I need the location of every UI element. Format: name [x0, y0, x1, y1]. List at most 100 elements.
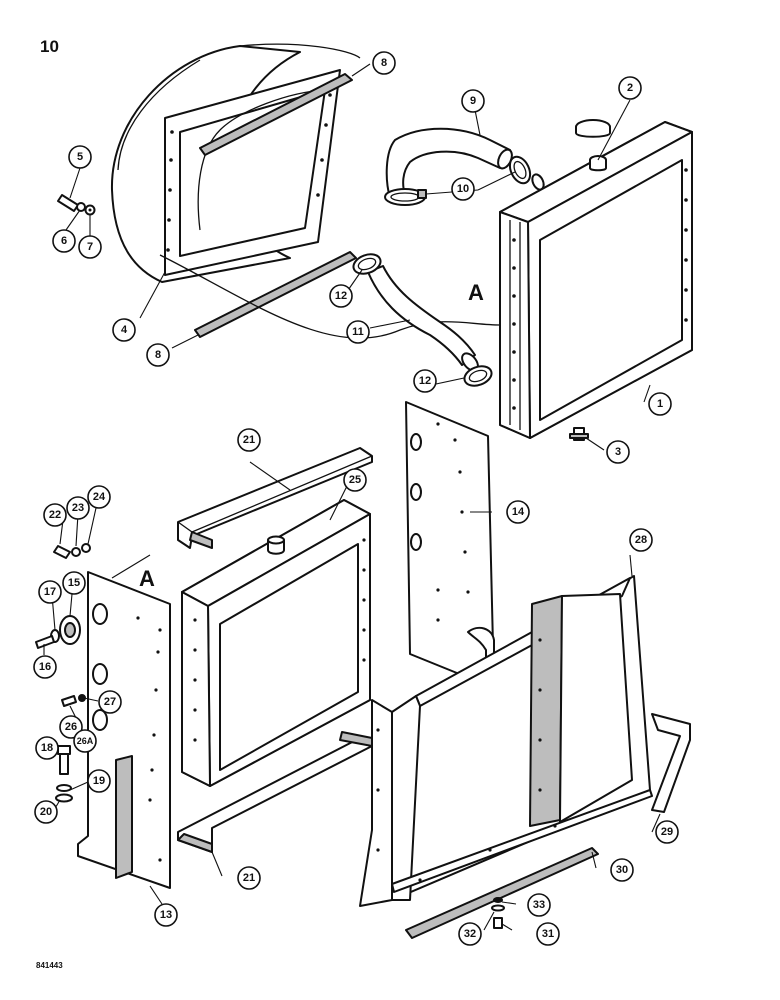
- oil-cooler: [181, 499, 371, 787]
- svg-text:32: 32: [464, 928, 476, 940]
- svg-text:21: 21: [243, 434, 255, 446]
- callout-17: 17: [38, 580, 62, 604]
- lower-support-bracket: [177, 731, 373, 853]
- callout-20: 20: [34, 800, 58, 824]
- svg-text:21: 21: [243, 872, 255, 884]
- svg-text:2: 2: [627, 82, 633, 94]
- svg-text:27: 27: [104, 696, 116, 708]
- upper-support-bracket: [177, 447, 373, 549]
- callout-8-bottom: 8: [146, 343, 170, 367]
- callout-22: 22: [43, 503, 67, 527]
- lower-radiator-hose: [367, 265, 479, 372]
- callout-16: 16: [33, 655, 57, 679]
- fan-shroud: [110, 43, 361, 283]
- baffle-plate: [405, 401, 495, 691]
- callout-14: 14: [506, 500, 530, 524]
- callout-24: 24: [87, 485, 111, 509]
- side-mounting-plate: [77, 571, 171, 889]
- svg-text:23: 23: [72, 502, 84, 514]
- radiator-cap: [575, 119, 611, 172]
- callout-7: 7: [78, 235, 102, 259]
- callout-25: 25: [343, 468, 367, 492]
- svg-text:13: 13: [160, 909, 172, 921]
- svg-text:33: 33: [533, 899, 545, 911]
- svg-text:5: 5: [77, 151, 83, 163]
- svg-text:25: 25: [349, 474, 361, 486]
- svg-text:12: 12: [419, 375, 431, 387]
- svg-text:9: 9: [470, 95, 476, 107]
- svg-text:6: 6: [61, 235, 67, 247]
- callout-1: 1: [648, 392, 672, 416]
- callout-11: 11: [346, 320, 370, 344]
- frame-edge-seal: [651, 713, 691, 813]
- svg-text:28: 28: [635, 534, 647, 546]
- bottom-seal-strip-lower: [405, 847, 599, 939]
- page-number: 10: [40, 37, 59, 56]
- svg-text:30: 30: [616, 864, 628, 876]
- callout-15: 15: [62, 571, 86, 595]
- svg-text:1: 1: [657, 398, 663, 410]
- svg-text:20: 20: [40, 806, 52, 818]
- callout-9: 9: [461, 89, 485, 113]
- svg-text:8: 8: [381, 57, 387, 69]
- callout-12-upper: 12: [329, 284, 353, 308]
- callout-4: 4: [112, 318, 136, 342]
- svg-text:15: 15: [68, 577, 80, 589]
- callout-12-lower: 12: [413, 369, 437, 393]
- drawing-code: 841443: [36, 961, 63, 970]
- callout-10: 10: [451, 177, 475, 201]
- upper-fastener-group: [53, 543, 91, 559]
- svg-text:22: 22: [49, 509, 61, 521]
- callout-23: 23: [66, 496, 90, 520]
- radiator-frame: [359, 575, 653, 907]
- callout-19: 19: [87, 769, 111, 793]
- svg-text:26A: 26A: [77, 736, 94, 746]
- svg-text:11: 11: [352, 326, 364, 338]
- callout-29: 29: [655, 820, 679, 844]
- callout-27: 27: [98, 690, 122, 714]
- callout-32: 32: [458, 922, 482, 946]
- callout-31: 31: [536, 922, 560, 946]
- hose-leader-line: [159, 254, 501, 339]
- svg-text:7: 7: [87, 241, 93, 253]
- callout-21-lower: 21: [237, 866, 261, 890]
- callout-5: 5: [68, 145, 92, 169]
- drain-valve: [569, 427, 589, 441]
- svg-text:29: 29: [661, 826, 673, 838]
- grommet-fasteners: [35, 615, 81, 649]
- svg-text:4: 4: [121, 324, 128, 336]
- mount-bolt-group: [55, 745, 73, 803]
- radiator: [499, 121, 693, 439]
- callout-28: 28: [629, 528, 653, 552]
- callout-33: 33: [527, 893, 551, 917]
- svg-text:17: 17: [44, 586, 56, 598]
- view-marker-a-upper: A: [468, 280, 484, 305]
- svg-text:18: 18: [41, 742, 53, 754]
- top-seal-strip: [199, 73, 353, 156]
- svg-text:19: 19: [93, 775, 105, 787]
- svg-text:8: 8: [155, 349, 161, 361]
- upper-hose-clamps: [384, 155, 545, 206]
- callout-21-upper: 21: [237, 428, 261, 452]
- upper-radiator-hose: [385, 127, 513, 199]
- lower-fastener-group: [61, 694, 86, 707]
- svg-text:24: 24: [93, 491, 106, 503]
- bottom-seal-strip: [194, 251, 357, 338]
- callout-26a: 26A: [73, 729, 97, 753]
- shroud-bolt-assembly: [57, 194, 96, 216]
- svg-text:16: 16: [39, 661, 51, 673]
- svg-text:10: 10: [457, 183, 469, 195]
- bottom-fastener-group: [491, 897, 505, 929]
- svg-text:14: 14: [512, 506, 525, 518]
- callout-30: 30: [610, 858, 634, 882]
- svg-text:12: 12: [335, 290, 347, 302]
- svg-text:3: 3: [615, 446, 621, 458]
- callout-26: 26: [59, 715, 83, 739]
- svg-text:31: 31: [542, 928, 554, 940]
- callout-18: 18: [35, 736, 59, 760]
- callout-3: 3: [606, 440, 630, 464]
- callout-2: 2: [618, 76, 642, 100]
- lower-hose-clamps: [352, 253, 493, 387]
